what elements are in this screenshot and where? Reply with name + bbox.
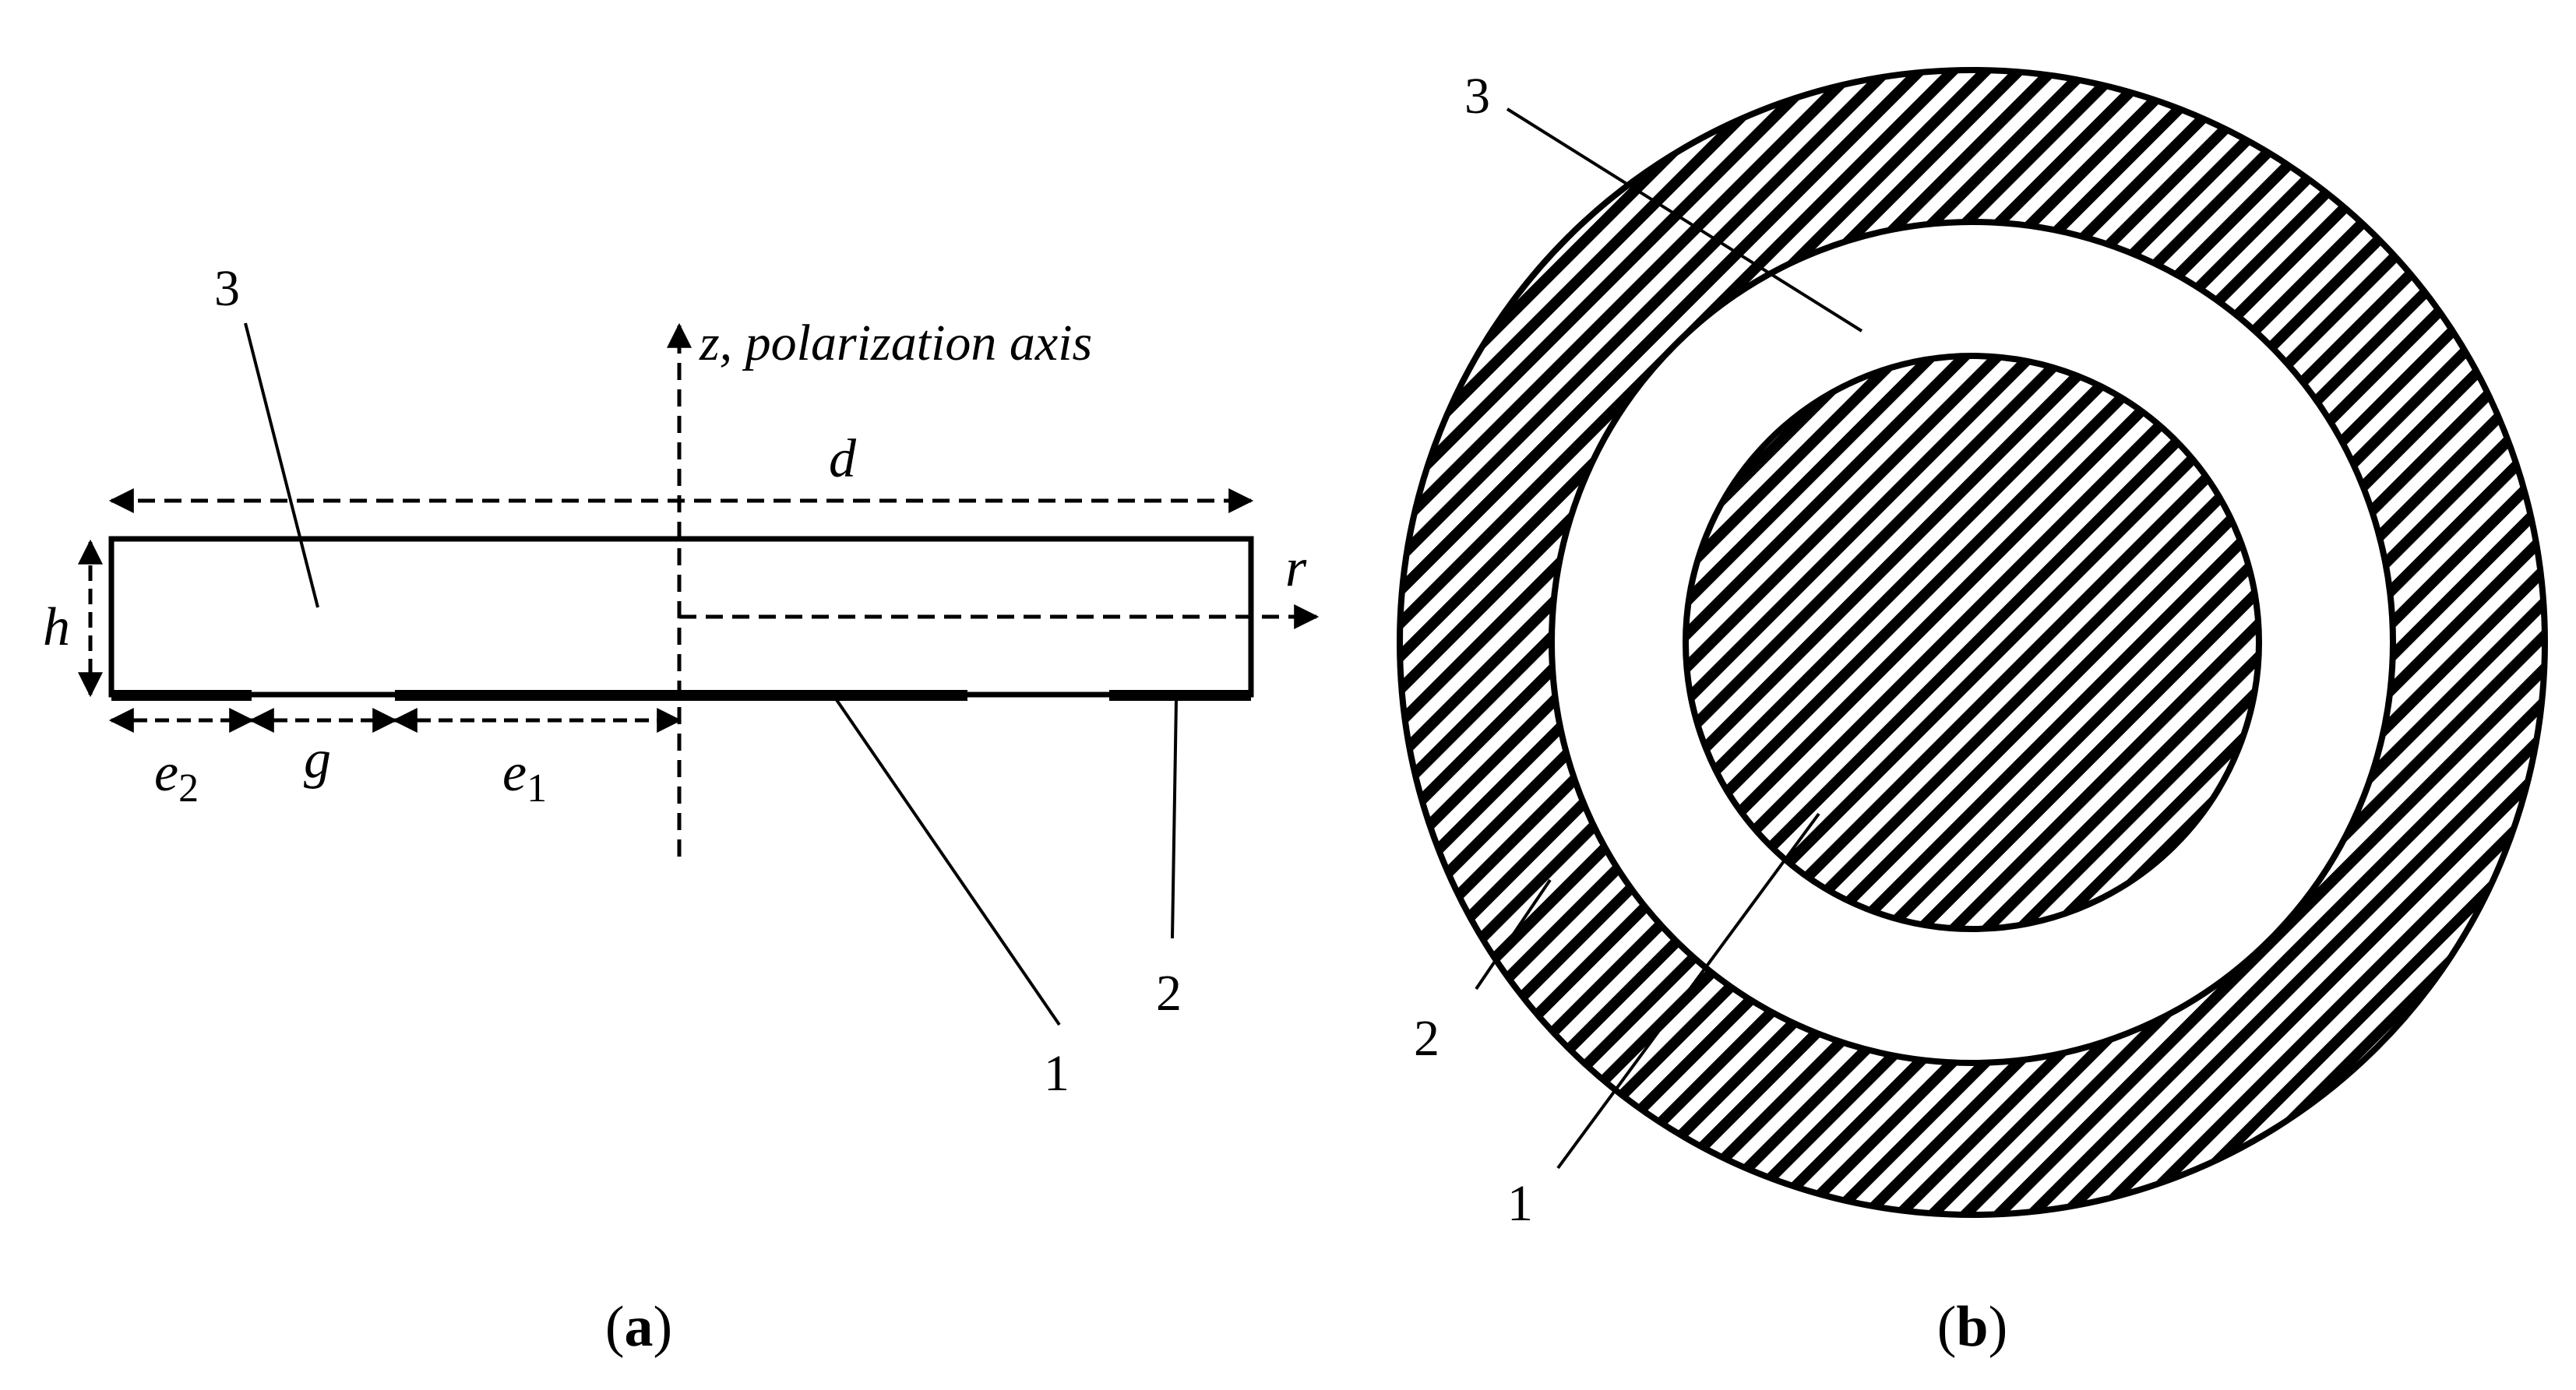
diameter-label: d	[829, 429, 857, 489]
leader-3-a	[244, 322, 319, 608]
leader-3-b	[1506, 107, 1863, 333]
radial-axis-label: r	[1285, 538, 1307, 598]
panel-b: 3 2 1 (b)	[1397, 67, 2548, 1359]
electrode-2-left	[111, 690, 252, 701]
z-axis-label: z, polarization axis	[699, 315, 1092, 371]
callout-2-b: 2	[1414, 1010, 1440, 1067]
callout-2-a: 2	[1156, 965, 1182, 1022]
callout-1-b: 1	[1507, 1175, 1533, 1232]
leader-1-a	[832, 694, 1061, 1026]
leader-2-a	[1171, 699, 1178, 939]
dimension-g-label: g	[304, 730, 331, 790]
height-label: h	[43, 597, 70, 657]
dimension-e1-label: e1	[502, 743, 547, 811]
leader-1-b	[1556, 812, 1820, 1170]
dimension-e2-label: e2	[154, 743, 199, 811]
callout-1-a: 1	[1044, 1045, 1070, 1102]
leader-2-b	[1475, 878, 1552, 991]
callout-3-a: 3	[214, 260, 240, 317]
callout-3-b: 3	[1464, 68, 1490, 125]
panel-a: z, polarization axis d h r e2 g e1 3 1 2…	[43, 260, 1320, 1359]
caption-a: (a)	[605, 1295, 672, 1359]
inner-disc-electrode	[1683, 353, 2262, 932]
electrode-2-right	[1109, 690, 1251, 701]
caption-b: (b)	[1937, 1295, 2007, 1359]
